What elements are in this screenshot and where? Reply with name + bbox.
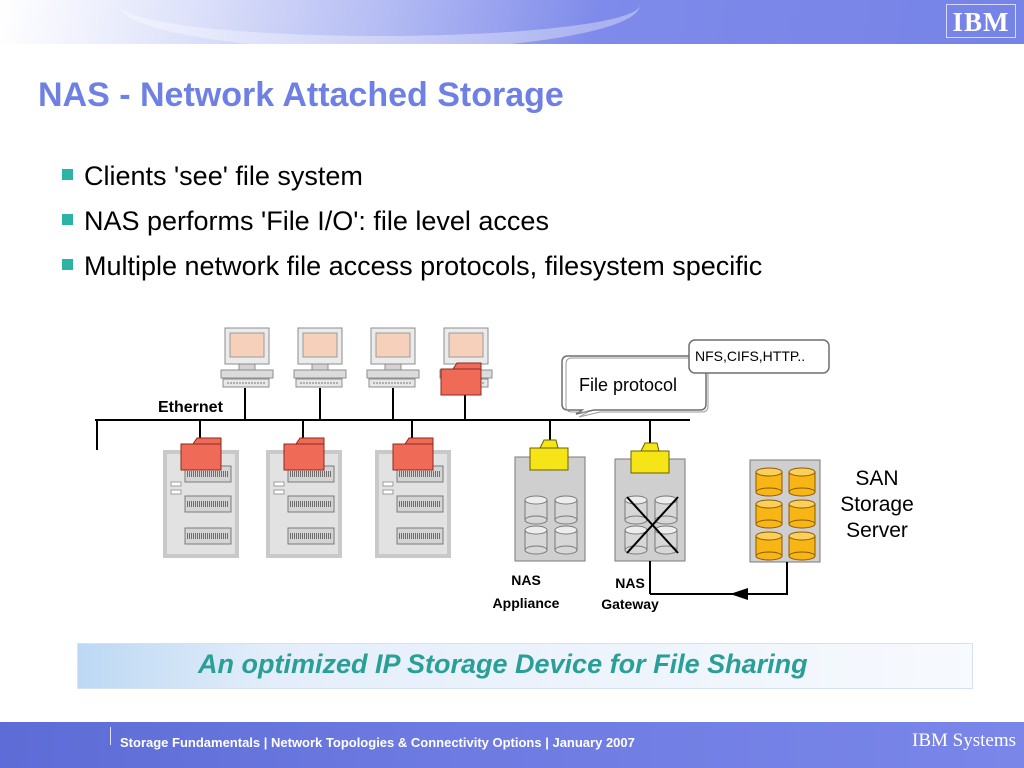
nas-gateway-label-line2: Gateway bbox=[601, 596, 659, 612]
red-folder-icon bbox=[440, 362, 482, 396]
slide-title: NAS - Network Attached Storage bbox=[38, 76, 564, 114]
header-swoosh bbox=[120, 0, 640, 44]
footer-band bbox=[0, 722, 1024, 768]
nas-appliance-label-line1: NAS bbox=[511, 572, 541, 588]
nas-appliance-icon bbox=[514, 456, 586, 562]
client-pc-icon bbox=[220, 327, 274, 388]
red-folder-icon bbox=[180, 437, 222, 471]
bullet-item: Clients 'see' file system bbox=[62, 158, 762, 203]
ibm-logo: IBM bbox=[946, 4, 1016, 38]
bullet-item: NAS performs 'File I/O': file level acce… bbox=[62, 203, 762, 248]
tagline: An optimized IP Storage Device for File … bbox=[198, 649, 808, 679]
nas-diagram: Ethernet bbox=[95, 327, 914, 612]
red-folder-icon bbox=[392, 437, 434, 471]
san-label-line2: Storage bbox=[840, 493, 914, 516]
san-label-line1: SAN bbox=[855, 467, 898, 490]
san-storage-icon bbox=[749, 459, 821, 563]
bullet-text: NAS performs 'File I/O': file level acce… bbox=[84, 206, 549, 236]
protocols-label: NFS,CIFS,HTTP.. bbox=[695, 348, 805, 364]
yellow-folder-icon bbox=[529, 439, 569, 471]
bullet-text: Multiple network file access protocols, … bbox=[84, 251, 763, 281]
file-protocol-label: File protocol bbox=[579, 375, 677, 395]
client-pc-icon bbox=[366, 327, 420, 388]
san-label-line3: Server bbox=[846, 519, 908, 542]
bullet-square-icon bbox=[62, 169, 73, 180]
footer-divider bbox=[110, 727, 111, 745]
nas-gateway-label-line1: NAS bbox=[615, 575, 645, 591]
san-gateway-connection bbox=[649, 561, 788, 600]
ethernet-bus bbox=[95, 388, 690, 450]
bullet-square-icon bbox=[62, 214, 73, 225]
red-folder-icon bbox=[283, 437, 325, 471]
yellow-folder-icon bbox=[630, 442, 670, 474]
footer-text: Storage Fundamentals | Network Topologie… bbox=[120, 735, 635, 750]
tagline-box bbox=[77, 643, 973, 689]
bullet-square-icon bbox=[62, 259, 73, 270]
header-band: IBM bbox=[0, 0, 1024, 44]
bullet-item: Multiple network file access protocols, … bbox=[62, 248, 762, 293]
footer-brand: IBM Systems bbox=[912, 730, 1016, 751]
bullet-list: Clients 'see' file system NAS performs '… bbox=[62, 158, 762, 293]
protocols-callout bbox=[688, 339, 830, 374]
bullet-text: Clients 'see' file system bbox=[84, 161, 363, 191]
nas-appliance-label-line2: Appliance bbox=[493, 595, 560, 611]
client-pc-icon bbox=[293, 327, 347, 388]
nas-gateway-icon bbox=[614, 458, 686, 562]
ethernet-label: Ethernet bbox=[158, 399, 224, 416]
